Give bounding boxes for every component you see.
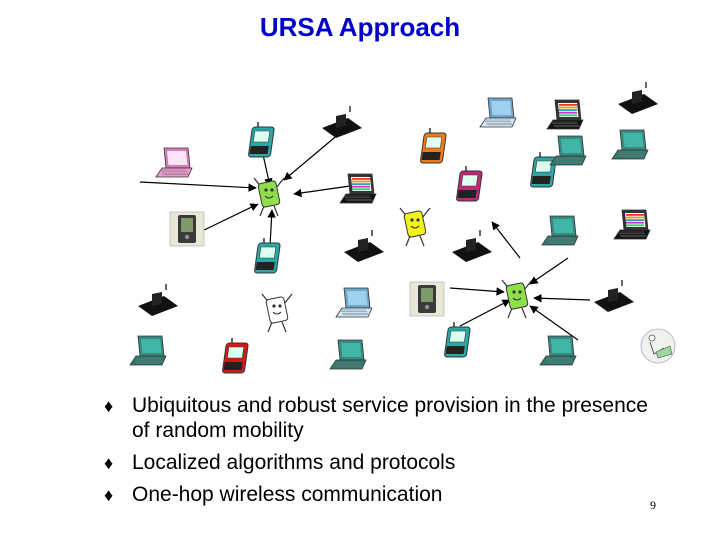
laptop-icon bbox=[452, 230, 492, 262]
connection-arrow bbox=[459, 299, 511, 327]
pda-icon bbox=[530, 152, 557, 188]
laptop-icon bbox=[546, 99, 584, 130]
slide-title: URSA Approach bbox=[259, 12, 461, 42]
diamond-bullet-icon: ♦ bbox=[104, 485, 114, 505]
dancing-user-icon bbox=[261, 293, 293, 333]
laptop-icon bbox=[344, 230, 384, 262]
connection-arrow bbox=[533, 294, 591, 303]
pda-icon bbox=[254, 238, 281, 274]
laptop-icon bbox=[541, 215, 579, 246]
laptop-icon bbox=[594, 280, 634, 312]
bullet-item: ♦ Localized algorithms and protocols bbox=[104, 450, 664, 475]
laptop-icon bbox=[549, 135, 587, 166]
bullet-text: Ubiquitous and robust service provision … bbox=[132, 394, 648, 442]
laptop-icon bbox=[129, 335, 167, 366]
laptop-icon bbox=[335, 287, 373, 318]
page-number: 9 bbox=[650, 498, 656, 512]
palm-handheld-icon bbox=[409, 281, 445, 317]
person-with-laptop-icon bbox=[640, 328, 676, 364]
laptop-icon bbox=[322, 106, 362, 138]
network-diagram bbox=[129, 82, 676, 374]
laptop-icon bbox=[618, 82, 658, 114]
connection-arrow bbox=[267, 209, 276, 247]
laptop-icon bbox=[479, 97, 517, 128]
dancing-user-icon bbox=[501, 279, 533, 319]
pda-icon bbox=[420, 128, 447, 164]
bullet-list: ♦ Ubiquitous and robust service provisio… bbox=[104, 393, 664, 514]
bullet-item: ♦ Ubiquitous and robust service provisio… bbox=[104, 393, 664, 443]
bullet-text: Localized algorithms and protocols bbox=[132, 451, 456, 474]
connection-arrow bbox=[139, 181, 257, 192]
dancing-user-icon bbox=[399, 207, 431, 247]
bullet-text: One-hop wireless communication bbox=[132, 483, 443, 506]
connection-arrow bbox=[449, 287, 505, 296]
laptop-icon bbox=[138, 284, 178, 316]
dancing-user-icon bbox=[253, 177, 285, 217]
bullet-item: ♦ One-hop wireless communication bbox=[104, 482, 664, 507]
laptop-icon bbox=[611, 129, 649, 160]
diamond-bullet-icon: ♦ bbox=[104, 453, 114, 473]
palm-handheld-icon bbox=[169, 211, 205, 247]
connection-arrow bbox=[491, 221, 521, 259]
laptop-icon bbox=[329, 339, 367, 370]
connection-arrow bbox=[199, 203, 259, 233]
pda-icon bbox=[222, 338, 249, 374]
connection-arrow bbox=[529, 305, 579, 341]
pda-icon bbox=[444, 322, 471, 358]
diamond-bullet-icon: ♦ bbox=[104, 396, 114, 416]
connection-arrow bbox=[529, 257, 569, 285]
connection-arrow bbox=[293, 185, 351, 198]
laptop-icon bbox=[539, 335, 577, 366]
connection-arrow bbox=[283, 132, 341, 181]
pda-icon bbox=[456, 166, 483, 202]
pda-icon bbox=[248, 122, 275, 158]
laptop-icon bbox=[339, 173, 377, 204]
laptop-icon bbox=[613, 209, 651, 240]
laptop-icon bbox=[155, 147, 193, 178]
